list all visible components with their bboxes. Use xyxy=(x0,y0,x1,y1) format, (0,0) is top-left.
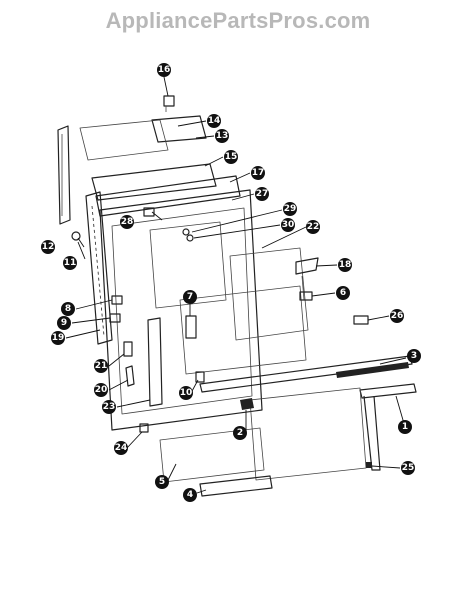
callout-12: 12 xyxy=(41,240,55,254)
svg-text:12: 12 xyxy=(42,242,55,252)
callout-9: 9 xyxy=(57,316,71,330)
callout-14: 14 xyxy=(207,114,221,128)
callout-28: 28 xyxy=(120,215,134,229)
callout-18: 18 xyxy=(338,258,352,272)
svg-text:14: 14 xyxy=(208,116,221,126)
svg-text:10: 10 xyxy=(180,388,193,398)
callout-10: 10 xyxy=(179,386,193,400)
svg-text:27: 27 xyxy=(256,189,269,199)
svg-text:22: 22 xyxy=(307,222,320,232)
callout-21: 21 xyxy=(94,359,108,373)
svg-text:28: 28 xyxy=(121,217,134,227)
svg-text:25: 25 xyxy=(402,463,415,473)
callout-30: 30 xyxy=(281,218,295,232)
callout-19: 19 xyxy=(51,331,65,345)
callout-29: 29 xyxy=(283,202,297,216)
svg-text:18: 18 xyxy=(339,260,352,270)
svg-text:24: 24 xyxy=(115,443,128,453)
callout-4: 4 xyxy=(183,488,197,502)
svg-text:5: 5 xyxy=(159,477,165,487)
callout-26: 26 xyxy=(390,309,404,323)
svg-text:23: 23 xyxy=(103,402,116,412)
leader-lines xyxy=(65,76,407,494)
svg-text:17: 17 xyxy=(252,168,265,178)
svg-text:9: 9 xyxy=(61,318,67,328)
callout-11: 11 xyxy=(63,256,77,270)
callout-8: 8 xyxy=(61,302,75,316)
svg-text:8: 8 xyxy=(65,304,71,314)
callout-6: 6 xyxy=(336,286,350,300)
svg-text:6: 6 xyxy=(340,288,346,298)
callout-5: 5 xyxy=(155,475,169,489)
svg-text:21: 21 xyxy=(95,361,108,371)
svg-text:26: 26 xyxy=(391,311,404,321)
callout-2: 2 xyxy=(233,426,247,440)
callout-16a: 16 xyxy=(157,63,171,77)
callout-7: 7 xyxy=(183,290,197,304)
svg-text:29: 29 xyxy=(284,204,297,214)
callout-15: 15 xyxy=(224,150,238,164)
site-title: AppliancePartsPros.com xyxy=(105,8,371,33)
svg-text:3: 3 xyxy=(411,351,417,361)
callout-23: 23 xyxy=(102,400,116,414)
callout-3: 3 xyxy=(407,349,421,363)
callout-17: 17 xyxy=(251,166,265,180)
svg-text:2: 2 xyxy=(237,428,243,438)
callout-13: 13 xyxy=(215,129,229,143)
parts-drawing xyxy=(57,95,417,497)
callout-27: 27 xyxy=(255,187,269,201)
svg-text:1: 1 xyxy=(402,422,408,432)
callout-22: 22 xyxy=(306,220,320,234)
svg-text:20: 20 xyxy=(95,385,108,395)
svg-text:13: 13 xyxy=(216,131,229,141)
svg-text:15: 15 xyxy=(225,152,238,162)
callout-25: 25 xyxy=(401,461,415,475)
callout-1: 1 xyxy=(398,420,412,434)
svg-text:7: 7 xyxy=(187,292,193,302)
callout-24: 24 xyxy=(114,441,128,455)
svg-text:11: 11 xyxy=(64,258,77,268)
svg-text:30: 30 xyxy=(282,220,295,230)
svg-text:19: 19 xyxy=(52,333,65,343)
callout-20: 20 xyxy=(94,383,108,397)
svg-text:4: 4 xyxy=(187,490,193,500)
svg-text:16: 16 xyxy=(158,65,171,75)
